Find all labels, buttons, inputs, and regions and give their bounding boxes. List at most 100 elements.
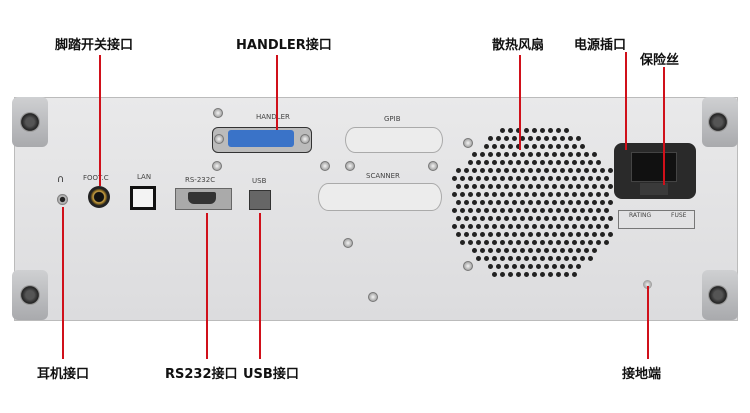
rating-label: RATING	[629, 212, 652, 219]
usb-port[interactable]	[249, 190, 271, 210]
fan-vent-hole	[524, 240, 529, 245]
fan-vent-hole	[592, 152, 597, 157]
callout-line	[663, 67, 665, 185]
fan-vent-hole	[536, 168, 541, 173]
fan-vent-hole	[500, 160, 505, 165]
fan-vent-hole	[528, 216, 533, 221]
rs232-port[interactable]	[188, 192, 216, 204]
fan-vent-hole	[552, 264, 557, 269]
fan-vent-hole	[536, 232, 541, 237]
fan-vent-hole	[560, 216, 565, 221]
fan-vent-hole	[552, 168, 557, 173]
fan-vent-hole	[480, 184, 485, 189]
fan-vent-hole	[500, 256, 505, 261]
callout-line	[625, 52, 627, 150]
fan-vent-hole	[520, 248, 525, 253]
fan-vent-hole	[528, 248, 533, 253]
fan-vent-hole	[576, 136, 581, 141]
fan-vent-hole	[608, 184, 613, 189]
fan-vent-hole	[592, 216, 597, 221]
screw	[320, 161, 330, 171]
screw	[343, 238, 353, 248]
fan-vent-hole	[484, 160, 489, 165]
fan-vent-hole	[572, 224, 577, 229]
callout-power-socket: 电源插口	[574, 38, 627, 53]
fan-vent-hole	[516, 160, 521, 165]
fan-vent-hole	[600, 232, 605, 237]
fan-vent-hole	[516, 192, 521, 197]
fuse-drawer[interactable]	[640, 183, 668, 195]
fan-vent-hole	[560, 184, 565, 189]
fan-vent-hole	[596, 224, 601, 229]
callout-fuse: 保险丝	[640, 53, 680, 68]
callout-earphone: 耳机接口	[37, 367, 90, 382]
fan-vent-hole	[516, 272, 521, 277]
fan-vent-hole	[564, 256, 569, 261]
ground-terminal[interactable]	[643, 280, 652, 289]
fan-vent-hole	[500, 240, 505, 245]
fan-vent-hole	[520, 152, 525, 157]
fan-vent-hole	[496, 168, 501, 173]
fan-vent-hole	[564, 144, 569, 149]
fan-vent-hole	[472, 232, 477, 237]
fan-vent-hole	[536, 200, 541, 205]
screw	[428, 161, 438, 171]
earphone-jack[interactable]	[57, 194, 68, 205]
fan-vent-hole	[504, 184, 509, 189]
fan-vent-hole	[532, 144, 537, 149]
fan-vent-hole	[532, 272, 537, 277]
fan-vent-hole	[524, 224, 529, 229]
fan-vent-hole	[492, 176, 497, 181]
fan-vent-hole	[464, 168, 469, 173]
fan-vent-hole	[556, 272, 561, 277]
handler-connector[interactable]	[228, 130, 294, 147]
fan-vent-hole	[508, 144, 513, 149]
fan-vent-hole	[564, 176, 569, 181]
fan-vent-hole	[588, 192, 593, 197]
fan-vent-hole	[548, 240, 553, 245]
callout-usb: USB接口	[243, 367, 299, 382]
fan-vent-hole	[564, 160, 569, 165]
fan-vent-hole	[592, 248, 597, 253]
fan-vent-hole	[552, 216, 557, 221]
fan-vent-hole	[560, 232, 565, 237]
fan-vent-hole	[484, 208, 489, 213]
fan-vent-hole	[576, 168, 581, 173]
fan-vent-hole	[468, 176, 473, 181]
rs232-label: RS-232C	[185, 176, 216, 184]
fan-vent-hole	[556, 176, 561, 181]
fan-vent-hole	[608, 216, 613, 221]
fan-vent-hole	[524, 272, 529, 277]
fan-vent-hole	[520, 200, 525, 205]
fan-vent-hole	[492, 144, 497, 149]
fan-vent-hole	[596, 160, 601, 165]
fan-vent-hole	[572, 208, 577, 213]
fan-vent-hole	[456, 216, 461, 221]
fan-vent-hole	[560, 264, 565, 269]
fan-vent-hole	[452, 176, 457, 181]
power-socket[interactable]	[631, 152, 677, 182]
fan-vent-hole	[472, 216, 477, 221]
usb-label: USB	[252, 177, 267, 185]
foot-switch-jack[interactable]	[88, 186, 110, 208]
fan-vent-hole	[548, 128, 553, 133]
fan-vent-hole	[516, 256, 521, 261]
fan-vent-hole	[600, 168, 605, 173]
fan-vent-hole	[492, 240, 497, 245]
fan-vent-hole	[608, 168, 613, 173]
fan-vent-hole	[520, 184, 525, 189]
fan-vent-hole	[528, 232, 533, 237]
fan-vent-hole	[508, 240, 513, 245]
fan-vent-hole	[540, 128, 545, 133]
fan-vent-hole	[492, 272, 497, 277]
fan-vent-hole	[576, 184, 581, 189]
fan-vent-hole	[564, 128, 569, 133]
callout-rs232: RS232接口	[165, 367, 238, 382]
foot-label: FOOT.C	[83, 174, 109, 182]
fan-vent-hole	[492, 192, 497, 197]
lan-port[interactable]	[130, 186, 156, 210]
fan-vent-hole	[592, 232, 597, 237]
fan-vent-hole	[496, 200, 501, 205]
fan-vent-hole	[472, 152, 477, 157]
fan-vent-hole	[488, 216, 493, 221]
